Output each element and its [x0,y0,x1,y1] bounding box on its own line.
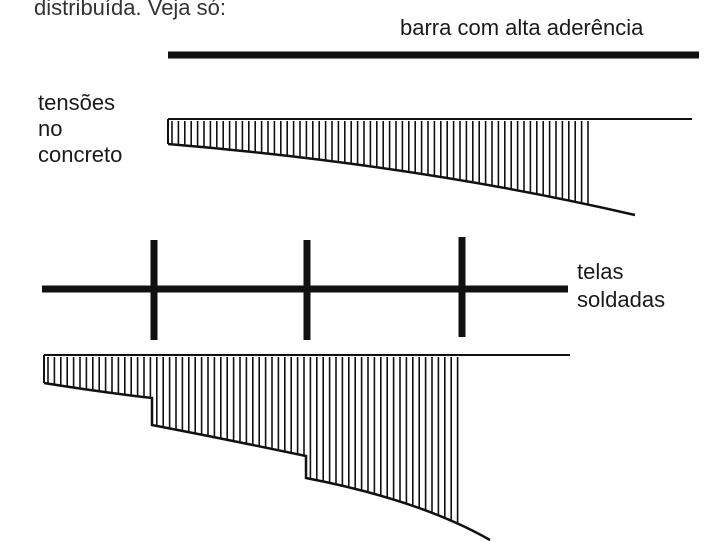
stress-label-line-2: no [38,115,63,141]
mesh-label-line-1: telas [577,259,624,284]
bar-stress-hatching [171,121,589,204]
stress-label-line-3: concreto [38,141,123,167]
mesh-stress-diagram [43,354,570,542]
mesh-stress-hatching [47,357,459,523]
bar-stress-diagram [167,118,692,217]
mesh-label-line-2: soldadas [577,287,666,313]
mesh-label: telas soldadas [577,258,665,314]
welded-mesh [42,237,568,340]
bar-label: barra com alta aderência [400,15,644,40]
stress-label: tensões no concreto [38,90,122,168]
header-text: distribuída. Veja só: [34,0,227,20]
stress-label-line-1: tensões [38,90,116,115]
bar-stress-curve [167,142,636,217]
mesh-stress-stepped-curve [43,381,491,542]
